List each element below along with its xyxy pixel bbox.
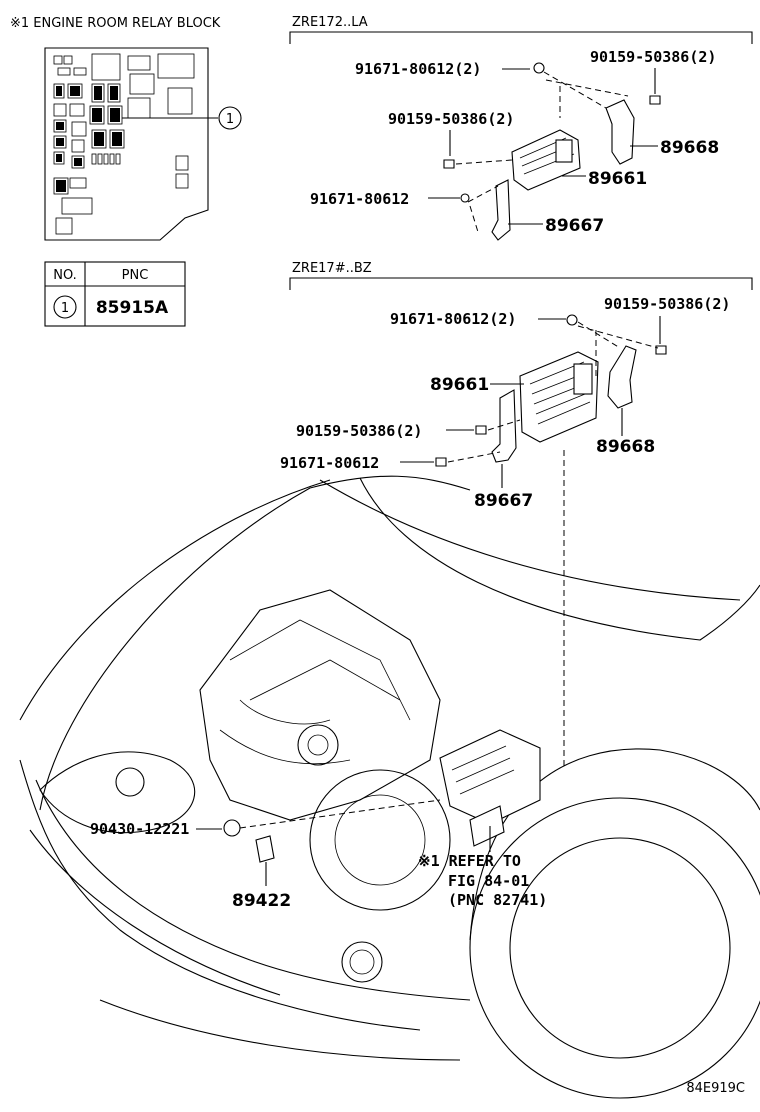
engine-refer-line3: (PNC 82741): [448, 891, 547, 909]
variant-b-label: ZRE17#..BZ: [292, 261, 372, 276]
engine-refer-line2: FIG 84-01: [448, 872, 529, 890]
b-part-bolt-left: 90159-50386(2): [296, 422, 422, 440]
a-part-bolt-left: 90159-50386(2): [388, 110, 514, 128]
relay-block-drawing: [44, 47, 218, 241]
pnc-header-pnc: PNC: [122, 268, 149, 283]
relay-block-title: ※1 ENGINE ROOM RELAY BLOCK: [10, 16, 221, 31]
variant-a-label: ZRE172..LA: [292, 15, 368, 30]
variant-b-bracket: [289, 277, 753, 290]
a-part-bracket-right: 89668: [660, 138, 719, 158]
b-part-bracket-bottom: 89667: [474, 491, 533, 511]
pnc-table: NO. PNC 1 85915A: [44, 261, 186, 327]
engine-refer-line1: ※1 REFER TO: [418, 852, 521, 870]
variant-b-ecu-drawing: [435, 314, 667, 770]
b-part-nut-top: 91671-80612(2): [390, 310, 516, 328]
a-part-nut-top: 91671-80612(2): [355, 60, 481, 78]
b-part-bracket-right: 89668: [596, 437, 655, 457]
a-part-nut-bottom: 91671-80612: [310, 190, 409, 208]
relay-callout: 1: [218, 106, 242, 130]
b-part-ecu: 89661: [430, 375, 489, 395]
a-part-ecu: 89661: [588, 169, 647, 189]
pnc-header-no: NO.: [53, 268, 77, 283]
svg-text:1: 1: [226, 112, 234, 127]
engine-part-sensor: 89422: [232, 891, 291, 911]
figure-id: 84E919C: [686, 1081, 745, 1096]
pnc-row-no: 1: [61, 301, 69, 316]
b-part-bolt-top-right: 90159-50386(2): [604, 295, 730, 313]
b-part-nut-bottom: 91671-80612: [280, 454, 379, 472]
a-part-bracket-bottom: 89667: [545, 216, 604, 236]
pnc-row-pnc: 85915A: [96, 298, 169, 318]
a-part-bolt-top-right: 90159-50386(2): [590, 48, 716, 66]
vehicle-front-drawing: [19, 475, 760, 1099]
engine-part-washer: 90430-12221: [90, 820, 189, 838]
variant-a-bracket: [289, 31, 753, 44]
variant-a-ecu-drawing: [443, 62, 661, 241]
